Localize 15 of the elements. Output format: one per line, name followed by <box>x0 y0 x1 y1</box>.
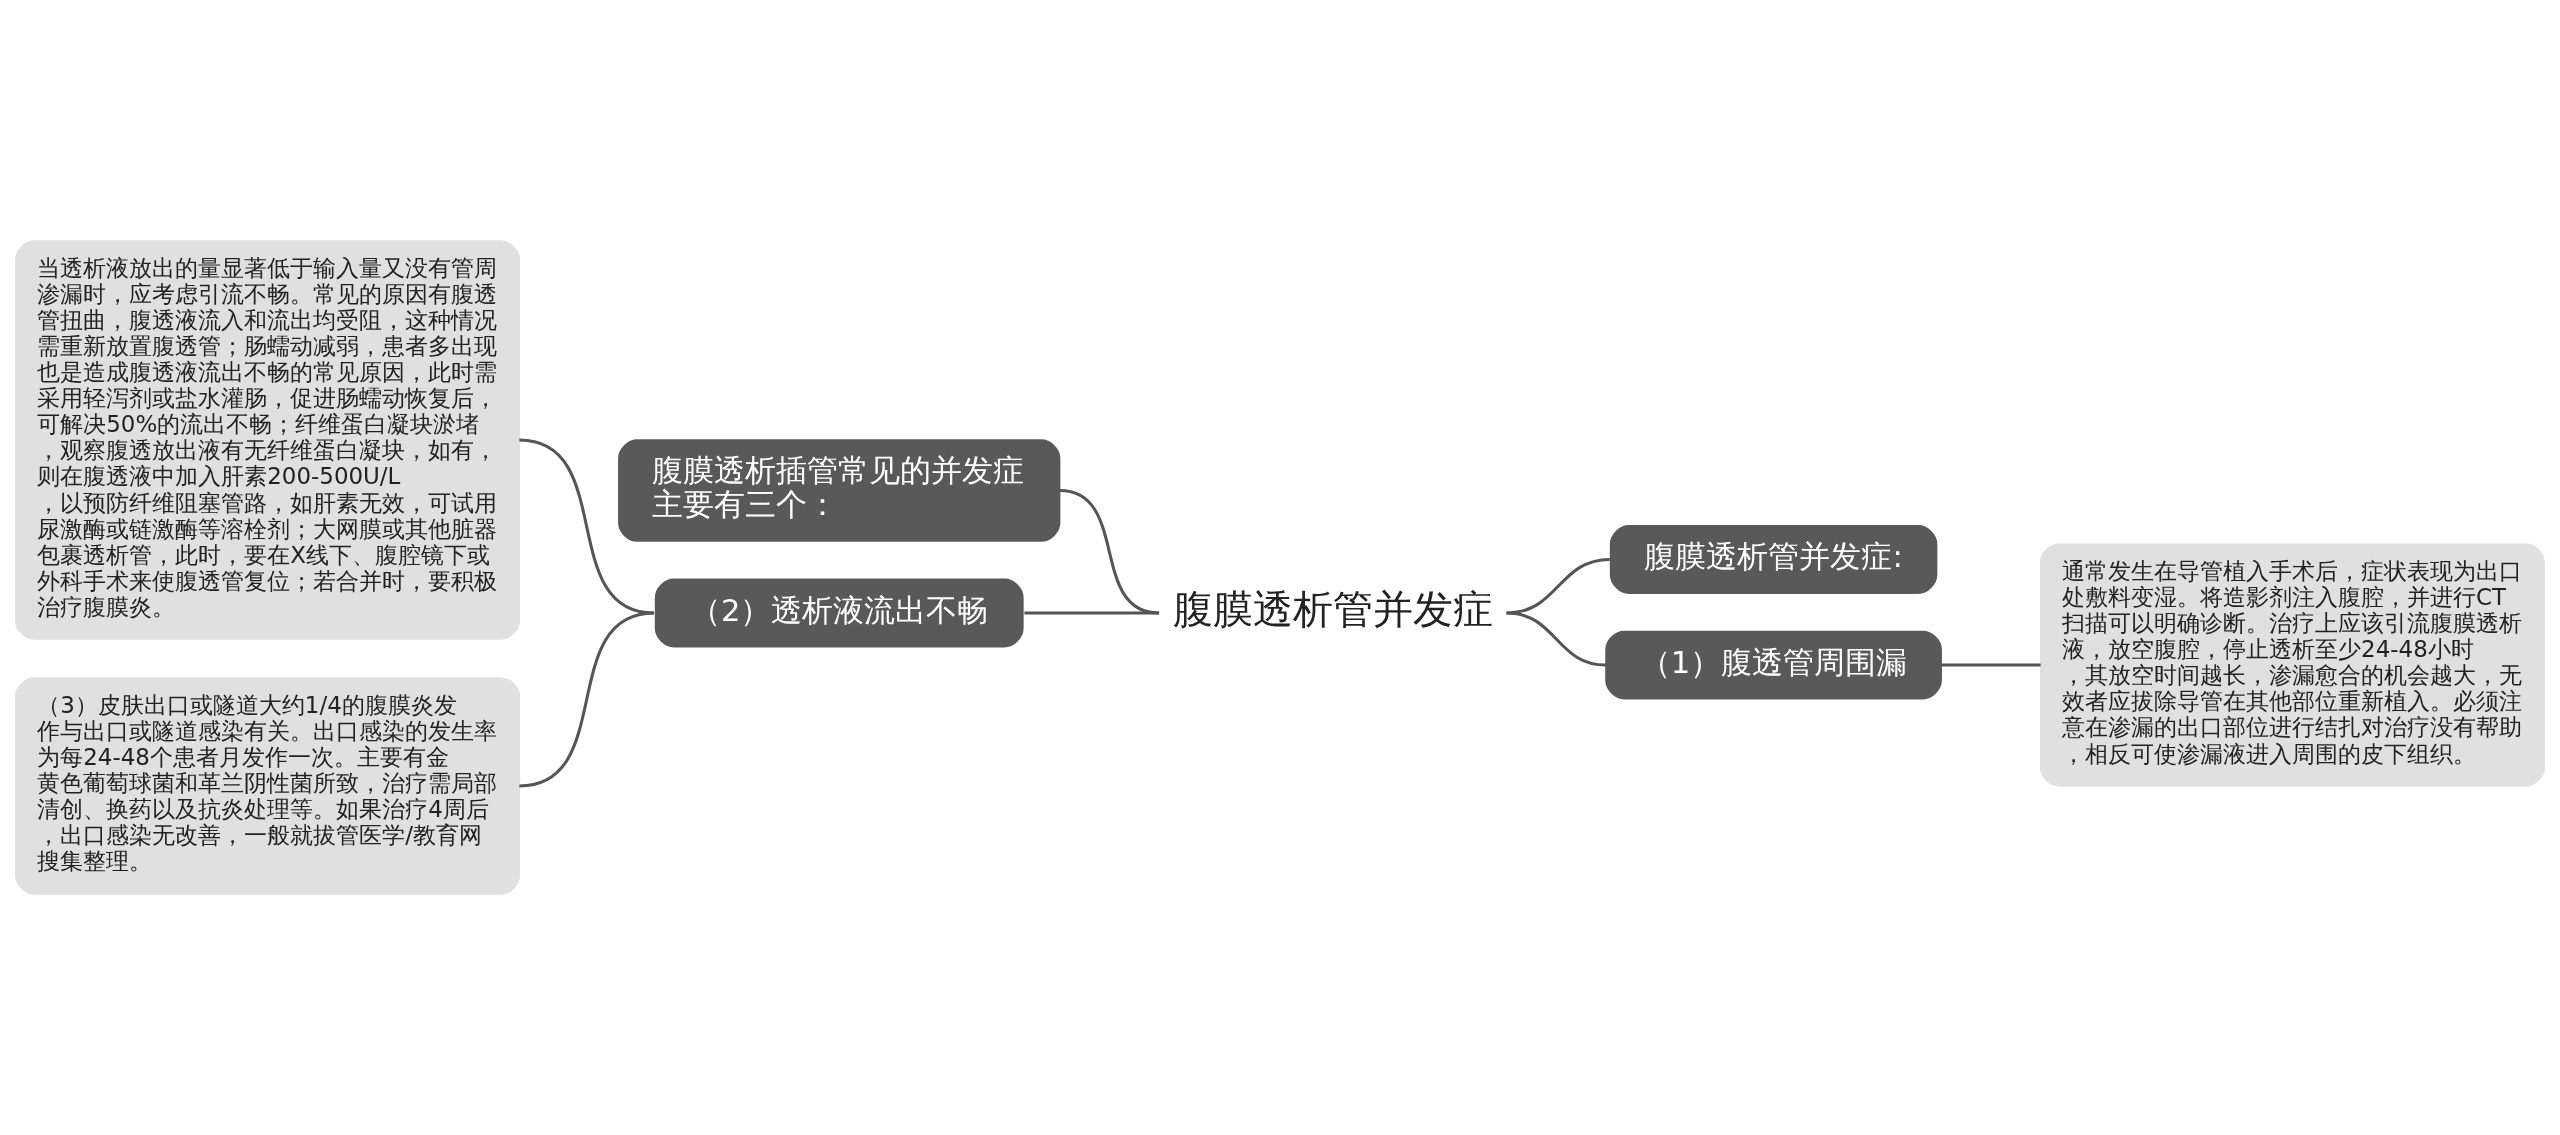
connector <box>1024 611 1160 615</box>
node-box: 通常发生在导管植入手术后，症状表现为出口处敷料变湿。将造影剂注入腹腔，并进行CT扫描可以明确诊断。治疗上应该引流腹膜透析液，放空腹腔，停止透析至少24-48小时，其放空时间越长，渗漏愈合的机会越大，无效者应拔除导管在其他部位重新植入。必须注意在渗漏的出口部位进行结扎对治疗没有帮助，相反可使渗漏液进入周围的皮下组织。 <box>2039 543 2545 787</box>
node-box: （1）腹透管周围漏 <box>1605 630 1942 700</box>
node-box: （2）透析液流出不畅 <box>654 578 1024 648</box>
node-box: 当透析液放出的量显著低于输入量又没有管周渗漏时，应考虑引流不畅。常见的原因有腹透管扭曲，腹透液流入和流出均受阻，这种情况需重新放置腹透管；肠蠕动减弱，患者多出现也是造成腹透液流出不畅的常见原因，此时需采用轻泻剂或盐水灌肠，促进肠蠕动恢复后，可解决50%的流出不畅；纤维蛋白凝块淤堵，观察腹透放出液有无纤维蛋白凝块，如有，则在腹透液中加入肝素200-500U/L，以预防纤维阻塞管路，如肝素无效，可试用尿激酶或链激酶等溶栓剂；大网膜或其他脏器包裹透析管，此时，要在X线下、腹腔镜下或外科手术来使腹透管复位；若合并时，要积极治疗腹膜炎。 <box>15 240 521 640</box>
node-text: 腹膜透析管并发症 <box>1172 585 1493 632</box>
connector <box>1941 663 2041 667</box>
connector <box>519 611 655 788</box>
connector <box>1506 557 1610 615</box>
node-box: （3）皮肤出口或隧道大约1/4的腹膜炎发作与出口或隧道感染有关。出口感染的发生率为每24-48个患者月发作一次。主要有金黄色葡萄球菌和革兰阴性菌所致，治疗需局部清创、换药以及抗炎处理等。如果治疗4周后，出口感染无改善，一般就拔管医学/教育网搜集整理。 <box>15 677 521 895</box>
connector <box>519 438 655 615</box>
connector <box>1059 489 1160 615</box>
node-box: 腹膜透析管并发症: <box>1609 525 1938 594</box>
node-box: 腹膜透析插管常见的并发症主要有三个： <box>618 439 1061 542</box>
connector <box>1506 611 1607 667</box>
